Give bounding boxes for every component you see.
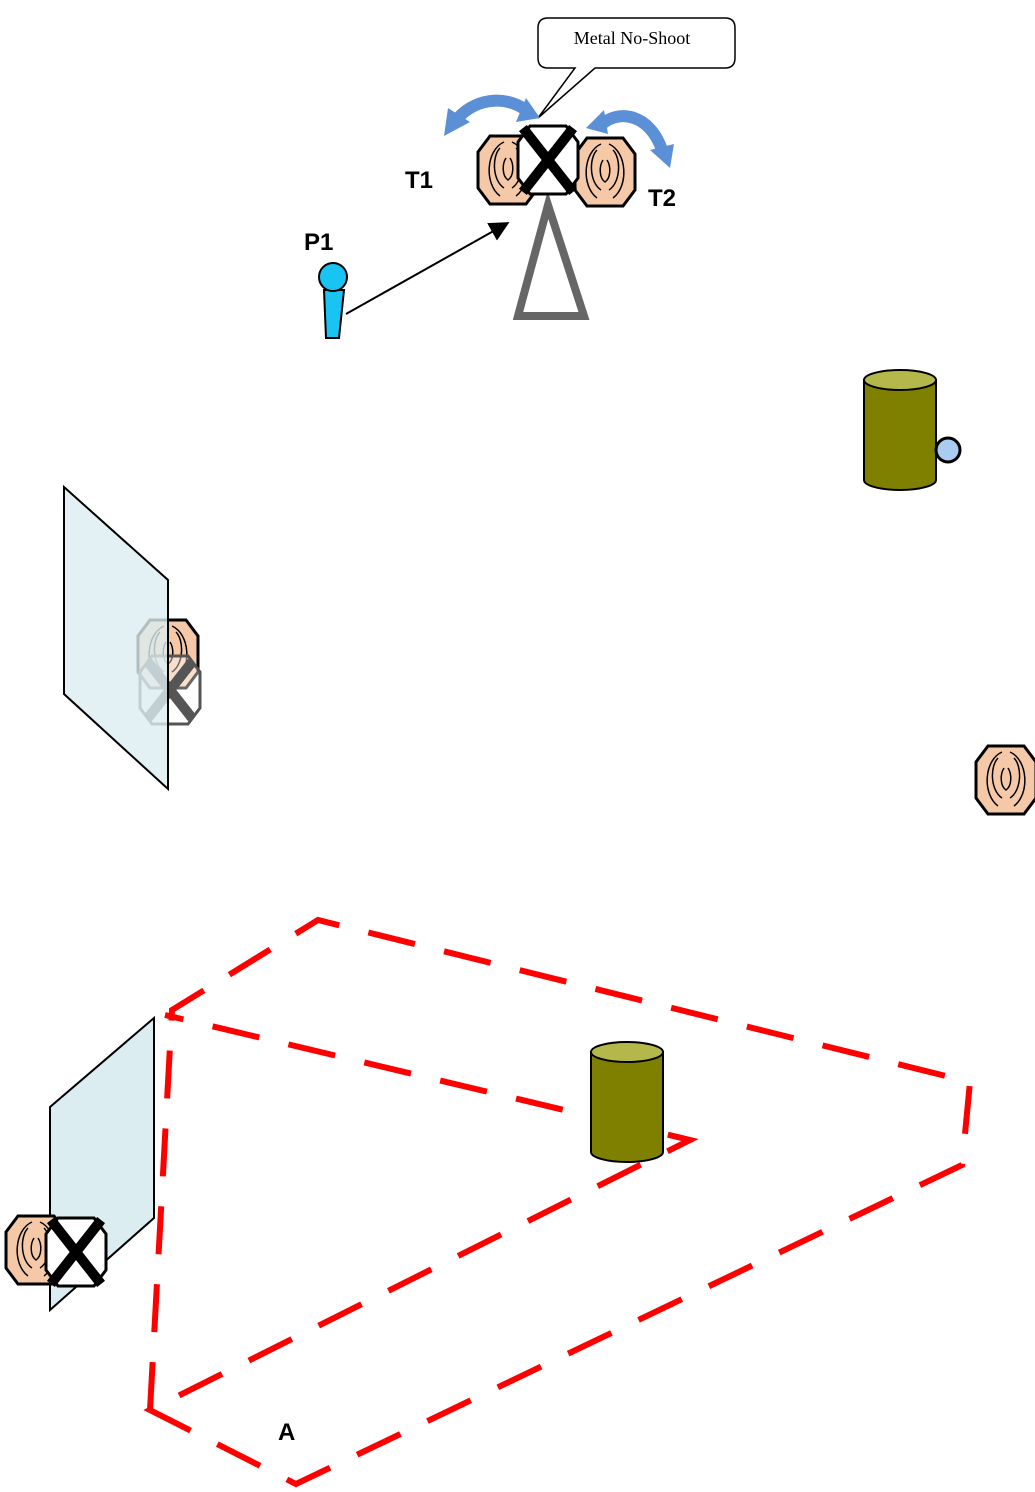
label-t2: T2 [648, 185, 676, 212]
rotation-arrow-right-icon [586, 110, 674, 168]
label-p1: P1 [304, 229, 333, 256]
barrel-icon-lower [590, 1041, 664, 1163]
shoot-target-t2-icon [573, 136, 637, 208]
callout-text: Metal No-Shoot [574, 28, 691, 48]
rotation-arrow-left-icon [444, 94, 540, 136]
metal-no-shoot-icon [518, 126, 578, 194]
fault-line-area [143, 916, 974, 1488]
steel-popper-icon [934, 436, 962, 464]
shooter-direction-arrow [345, 222, 510, 315]
barricade-upper [63, 484, 169, 792]
barrel-icon-upper [863, 369, 937, 491]
label-t1: T1 [405, 167, 433, 194]
target-stand [512, 190, 590, 320]
shoot-target-right-icon [974, 744, 1035, 816]
no-shoot-barricade-lower-icon [46, 1218, 106, 1286]
shooter-icon [318, 262, 348, 339]
callout-box: Metal No-Shoot [537, 17, 736, 119]
label-area-a: A [278, 1419, 295, 1446]
